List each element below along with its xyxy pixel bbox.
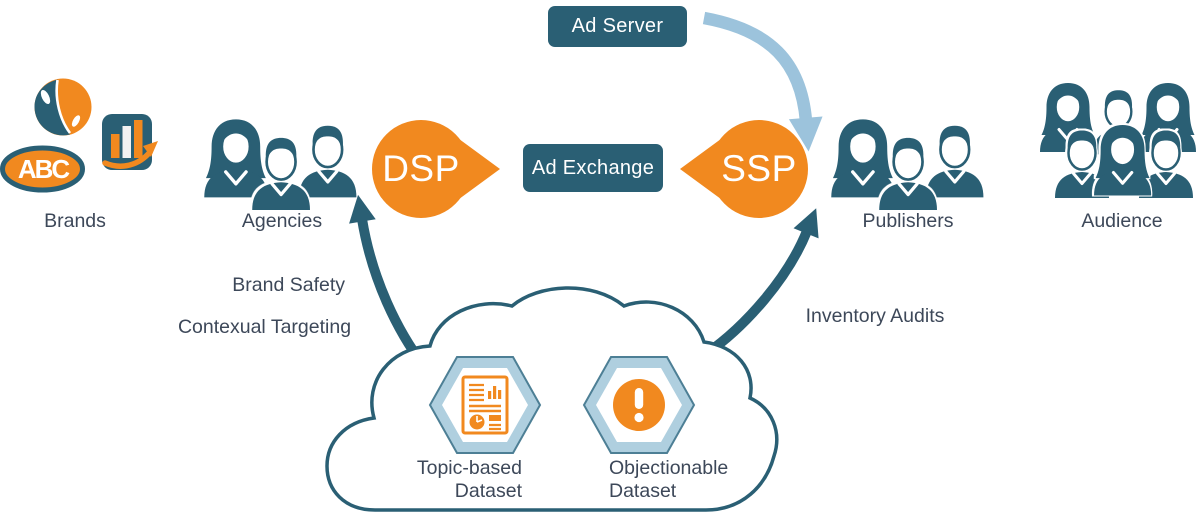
audience-label: Audience bbox=[1081, 210, 1163, 232]
sphere-logo-icon bbox=[34, 78, 92, 136]
woman-icon bbox=[829, 117, 897, 200]
brand-safety-label: Brand Safety bbox=[232, 274, 345, 296]
man-icon bbox=[297, 124, 359, 199]
bar-chart-growth-icon bbox=[102, 114, 158, 170]
woman-icon bbox=[202, 117, 270, 200]
ssp-label: SSP bbox=[721, 148, 797, 189]
agencies-label: Agencies bbox=[241, 210, 323, 232]
brands-label: Brands bbox=[44, 210, 106, 232]
objectionable-dataset-label: Objectionable Dataset bbox=[609, 457, 759, 503]
inventory-audits-arrow bbox=[703, 208, 819, 359]
publishers-label: Publishers bbox=[862, 210, 954, 232]
report-document-icon bbox=[461, 375, 509, 435]
contexual-targeting-label: Contexual Targeting bbox=[177, 316, 352, 338]
ad-server-box: Ad Server bbox=[548, 6, 687, 47]
brands-logo-group bbox=[0, 78, 158, 193]
ad-exchange-box: Ad Exchange bbox=[523, 144, 663, 192]
abc-oval-logo bbox=[0, 145, 85, 193]
man-icon bbox=[924, 124, 986, 199]
topic-dataset-label-line2: Dataset bbox=[454, 480, 522, 502]
abc-logo-text: ABC bbox=[17, 154, 70, 184]
exclamation-warning-icon bbox=[613, 379, 665, 431]
objectionable-dataset-hexagon bbox=[582, 356, 696, 454]
topic-dataset-hexagon bbox=[428, 356, 542, 454]
inventory-audits-label: Inventory Audits bbox=[805, 305, 945, 327]
dsp-label: DSP bbox=[382, 148, 460, 189]
brand-safety-arrow bbox=[349, 194, 428, 370]
objectionable-dataset-label-line1: Objectionable bbox=[609, 457, 729, 479]
topic-dataset-label: Topic-based Dataset bbox=[402, 457, 522, 503]
dsp-shape bbox=[372, 120, 500, 218]
agencies-people-icon bbox=[202, 117, 359, 212]
objectionable-dataset-label-line2: Dataset bbox=[609, 480, 677, 502]
ad-server-to-publishers-arrow bbox=[702, 11, 823, 152]
topic-dataset-label-line1: Topic-based bbox=[416, 457, 522, 479]
publishers-people-icon bbox=[829, 117, 986, 212]
audience-people-icon bbox=[1038, 81, 1198, 200]
ssp-shape bbox=[680, 120, 808, 218]
cloud-shape bbox=[325, 286, 779, 512]
